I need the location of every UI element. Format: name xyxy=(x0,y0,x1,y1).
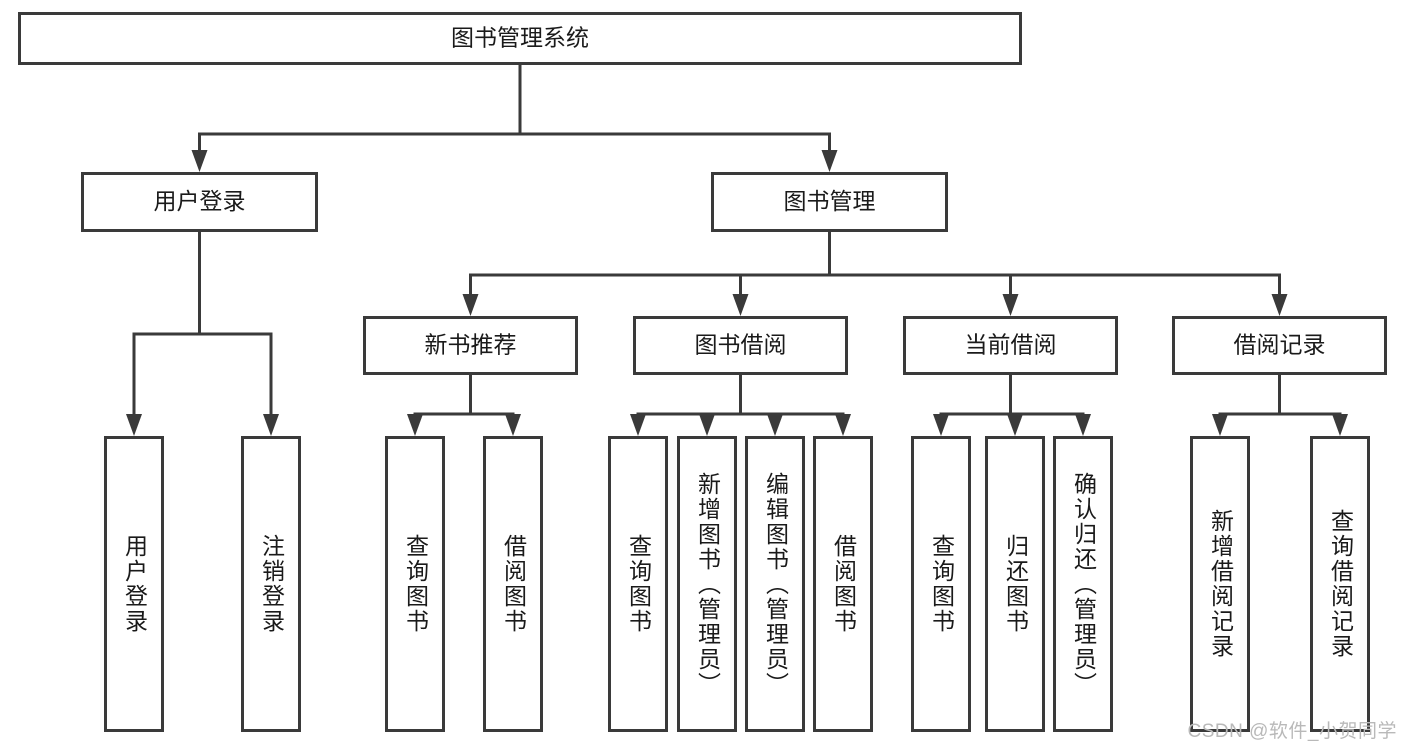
node-leaf-query-book-1-box[interactable] xyxy=(385,436,445,732)
node-leaf-add-book-box[interactable] xyxy=(677,436,737,732)
node-leaf-logout-box[interactable] xyxy=(241,436,301,732)
arrow-to-book-manage-icon xyxy=(821,150,838,172)
node-root-label: 图书管理系统 xyxy=(451,25,589,51)
arrow-to-leaf-logout-icon xyxy=(263,414,279,436)
arrow-to-leaf-borrow-book-1-icon xyxy=(505,414,521,436)
arrow-to-leaf-query-book-1-icon xyxy=(407,414,423,436)
arrow-to-leaf-query-book-3-icon xyxy=(933,414,949,436)
node-new-book-recommend-box[interactable] xyxy=(363,316,578,375)
arrow-to-leaf-query-record-icon xyxy=(1332,414,1348,436)
node-new-book-recommend-label: 新书推荐 xyxy=(425,332,517,358)
arrow-to-leaf-user-login-icon xyxy=(126,414,142,436)
node-book-manage-label: 图书管理 xyxy=(784,188,876,214)
node-borrow-record-box[interactable] xyxy=(1172,316,1387,375)
node-leaf-return-book-box[interactable] xyxy=(985,436,1045,732)
node-leaf-user-login-box[interactable] xyxy=(104,436,164,732)
arrow-to-leaf-confirm-return-icon xyxy=(1075,414,1091,436)
node-leaf-confirm-return-box[interactable] xyxy=(1053,436,1113,732)
node-book-borrow-box[interactable] xyxy=(633,316,848,375)
arrow-to-user-login-icon xyxy=(191,150,208,172)
boxes-layer xyxy=(18,12,1387,732)
node-user-login-label: 用户登录 xyxy=(154,188,246,214)
node-user-login-box[interactable] xyxy=(81,172,318,232)
arrow-to-book-borrow-icon xyxy=(732,294,749,316)
node-borrow-record-label: 借阅记录 xyxy=(1234,332,1326,358)
arrow-to-leaf-return-book-icon xyxy=(1007,414,1023,436)
node-leaf-query-record-box[interactable] xyxy=(1310,436,1370,732)
node-book-manage-box[interactable] xyxy=(711,172,948,232)
node-leaf-query-book-3-box[interactable] xyxy=(911,436,971,732)
arrow-to-leaf-edit-book-icon xyxy=(767,414,783,436)
arrow-to-leaf-borrow-book-2-icon xyxy=(835,414,851,436)
arrow-to-borrow-record-icon xyxy=(1271,294,1288,316)
arrow-to-leaf-add-book-icon xyxy=(699,414,715,436)
arrow-to-leaf-query-book-2-icon xyxy=(630,414,646,436)
node-leaf-borrow-book-2-box[interactable] xyxy=(813,436,873,732)
node-root-box[interactable] xyxy=(18,12,1022,65)
node-leaf-add-record-box[interactable] xyxy=(1190,436,1250,732)
node-leaf-query-book-2-box[interactable] xyxy=(608,436,668,732)
arrow-to-leaf-add-record-icon xyxy=(1212,414,1228,436)
connectors-layer xyxy=(126,63,1348,436)
node-book-borrow-label: 图书借阅 xyxy=(695,332,787,358)
watermark-text: CSDN @软件_小贺同学 xyxy=(1187,721,1397,742)
node-leaf-edit-book-box[interactable] xyxy=(745,436,805,732)
node-current-borrow-label: 当前借阅 xyxy=(965,332,1057,358)
node-current-borrow-box[interactable] xyxy=(903,316,1118,375)
arrow-to-current-borrow-icon xyxy=(1002,294,1019,316)
node-leaf-borrow-book-1-box[interactable] xyxy=(483,436,543,732)
arrow-to-new-book-recommend-icon xyxy=(462,294,479,316)
